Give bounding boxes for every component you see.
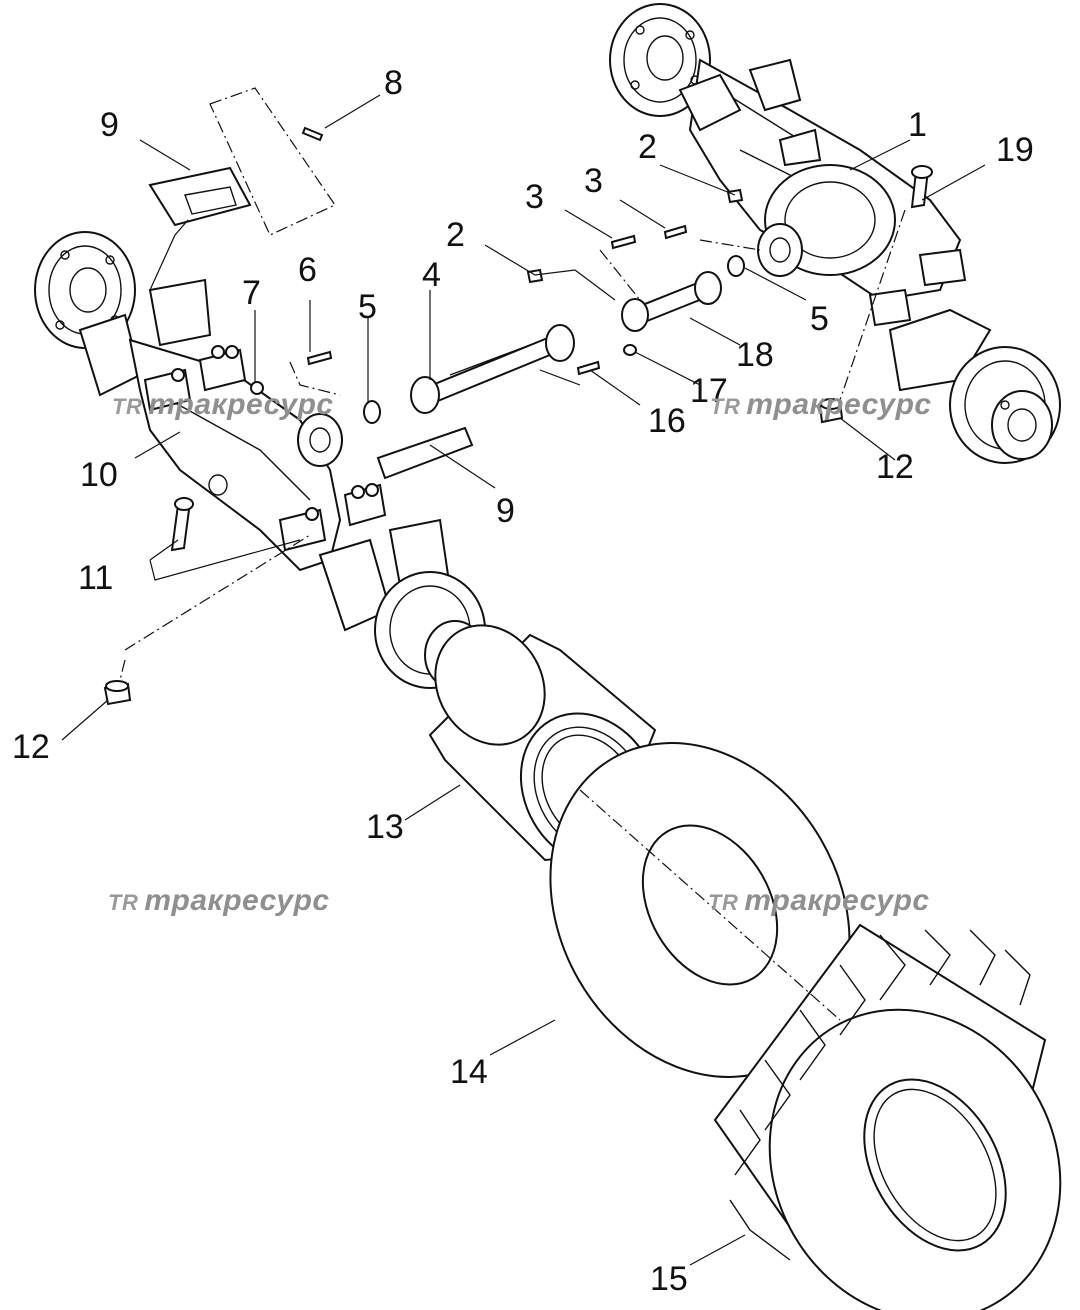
callout-2: 2 xyxy=(638,128,657,166)
nut-7 xyxy=(250,381,264,395)
bolt-3-right xyxy=(663,224,688,240)
watermark-text: тракресурс xyxy=(746,388,932,421)
callout-9: 9 xyxy=(496,492,515,530)
callout-7: 7 xyxy=(242,274,261,312)
callout-3: 3 xyxy=(525,178,544,216)
tire-15 xyxy=(713,923,1062,1310)
driveshaft-4 xyxy=(410,324,575,414)
callout-2: 2 xyxy=(446,216,465,254)
callout-19: 19 xyxy=(996,131,1034,169)
assembly-guide-lines xyxy=(119,87,906,1021)
callout-12: 12 xyxy=(12,728,50,766)
watermark-text: тракресурс xyxy=(148,388,334,421)
bolt-6 xyxy=(306,350,333,366)
callout-4: 4 xyxy=(422,256,441,294)
callout-10: 10 xyxy=(80,456,118,494)
tr-logo-icon: TR xyxy=(108,890,139,915)
rear-axle-assembly xyxy=(609,3,1061,464)
tr-logo-icon: TR xyxy=(708,890,739,915)
callout-11: 11 xyxy=(78,559,114,597)
washer-17 xyxy=(623,344,637,356)
bolt-3-left xyxy=(610,234,637,250)
front-axle-assembly xyxy=(34,231,486,690)
callout-17: 17 xyxy=(690,372,728,410)
callout-5: 5 xyxy=(810,300,829,338)
bolt-16 xyxy=(576,360,601,376)
bracket-9-top xyxy=(148,166,252,227)
watermark-text: тракресурс xyxy=(744,884,930,917)
oring-5-right xyxy=(727,255,745,277)
watermark-text: тракресурс xyxy=(144,884,330,917)
callout-6: 6 xyxy=(298,251,317,289)
callout-16: 16 xyxy=(648,402,686,440)
bolt-8 xyxy=(301,126,324,142)
oring-5-left xyxy=(363,400,381,424)
leader-lines xyxy=(61,94,986,1266)
tr-logo-icon: TR xyxy=(710,394,741,419)
callout-13: 13 xyxy=(366,808,404,846)
callout-8: 8 xyxy=(384,64,403,102)
callout-12: 12 xyxy=(876,448,914,486)
callout-1: 1 xyxy=(908,106,927,144)
inner-tube-14 xyxy=(549,742,851,1078)
nut-2-top xyxy=(726,188,744,204)
bracket-9-lower xyxy=(376,426,474,480)
tr-logo-icon: TR xyxy=(112,394,143,419)
callout-18: 18 xyxy=(736,336,774,374)
callout-15: 15 xyxy=(650,1260,688,1298)
callout-14: 14 xyxy=(450,1053,488,1091)
driveshaft-18 xyxy=(621,271,722,332)
callout-9: 9 xyxy=(100,106,119,144)
callout-5: 5 xyxy=(358,288,377,326)
callout-3: 3 xyxy=(584,162,603,200)
